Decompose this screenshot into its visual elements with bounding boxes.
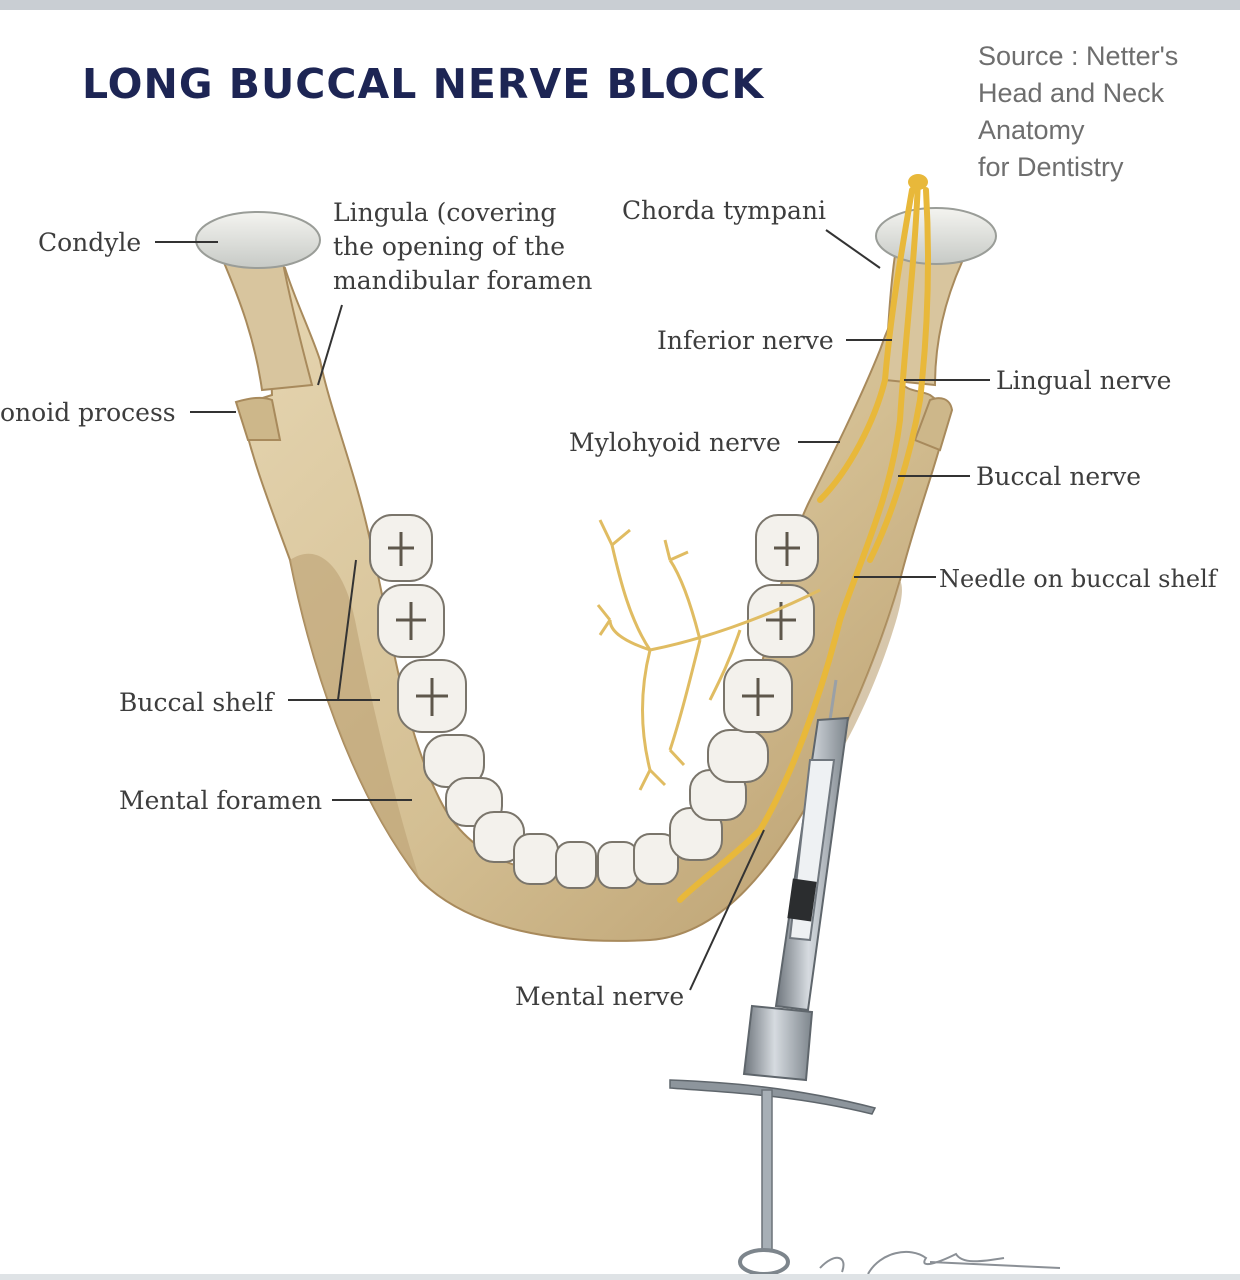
- label-chorda-tympani: Chorda tympani: [622, 196, 826, 225]
- left-condyle: [195, 211, 321, 269]
- label-mylohyoid-nerve: Mylohyoid nerve: [569, 428, 781, 457]
- label-lingula: Lingula (covering the opening of the man…: [333, 196, 592, 298]
- mylohyoid-nerve-branches: [596, 519, 821, 791]
- label-mental-foramen: Mental foramen: [119, 786, 323, 815]
- mental-nerve-leader: [689, 829, 765, 991]
- nerve-origin: [908, 174, 928, 190]
- right-condyle: [875, 207, 997, 265]
- leader-lines: [155, 229, 990, 991]
- source-line-4: for Dentistry: [978, 152, 1124, 182]
- nerve-bundle: [677, 177, 931, 903]
- lingula-leader: [317, 304, 343, 386]
- right-coronoid-process: [913, 397, 954, 452]
- label-condyle: Condyle: [38, 228, 142, 257]
- finger-flange: [669, 1079, 877, 1115]
- tooth: [513, 833, 559, 885]
- bottom-border: [0, 1274, 1240, 1280]
- label-needle-on-buccal-shelf: Needle on buccal shelf: [939, 565, 1217, 593]
- source-line-1: Source : Netter's: [978, 41, 1179, 71]
- label-lingula-line-1: Lingula (covering: [333, 198, 557, 227]
- left-condyle-neck: [220, 257, 314, 392]
- left-ramus-shade: [290, 553, 420, 880]
- cartridge-plunger: [787, 878, 817, 922]
- source-citation: Source : Netter's Head and Neck Anatomy …: [978, 38, 1228, 186]
- top-border: [0, 0, 1240, 10]
- tooth: [707, 729, 769, 783]
- tooth: [597, 841, 639, 889]
- label-lingula-line-2: the opening of the: [333, 232, 566, 261]
- syringe: [669, 679, 877, 1276]
- buccal-shelf-leader-2: [337, 559, 357, 701]
- label-inferior-nerve: Inferior nerve: [657, 326, 834, 355]
- source-line-2: Head and Neck: [978, 78, 1165, 108]
- molar-grooves: [388, 532, 800, 716]
- teeth: [369, 514, 819, 889]
- thumb-ring: [738, 1248, 790, 1276]
- tooth: [555, 841, 597, 889]
- needle: [828, 679, 838, 721]
- tooth: [633, 833, 679, 885]
- label-lingula-line-3: mandibular foramen: [333, 266, 593, 295]
- label-buccal-shelf: Buccal shelf: [119, 688, 274, 717]
- artist-signature: [819, 1250, 1061, 1275]
- label-lingual-nerve: Lingual nerve: [996, 366, 1172, 395]
- chorda-tympani-leader: [825, 229, 881, 269]
- syringe-grip: [742, 1004, 814, 1082]
- page-title: LONG BUCCAL NERVE BLOCK: [82, 60, 765, 108]
- label-mental-nerve: Mental nerve: [515, 982, 685, 1011]
- left-coronoid-process: [234, 396, 282, 441]
- source-line-3: Anatomy: [978, 115, 1085, 145]
- label-coronoid-process: onoid process: [0, 398, 176, 427]
- plunger-rod: [761, 1089, 773, 1251]
- label-buccal-nerve: Buccal nerve: [976, 462, 1142, 491]
